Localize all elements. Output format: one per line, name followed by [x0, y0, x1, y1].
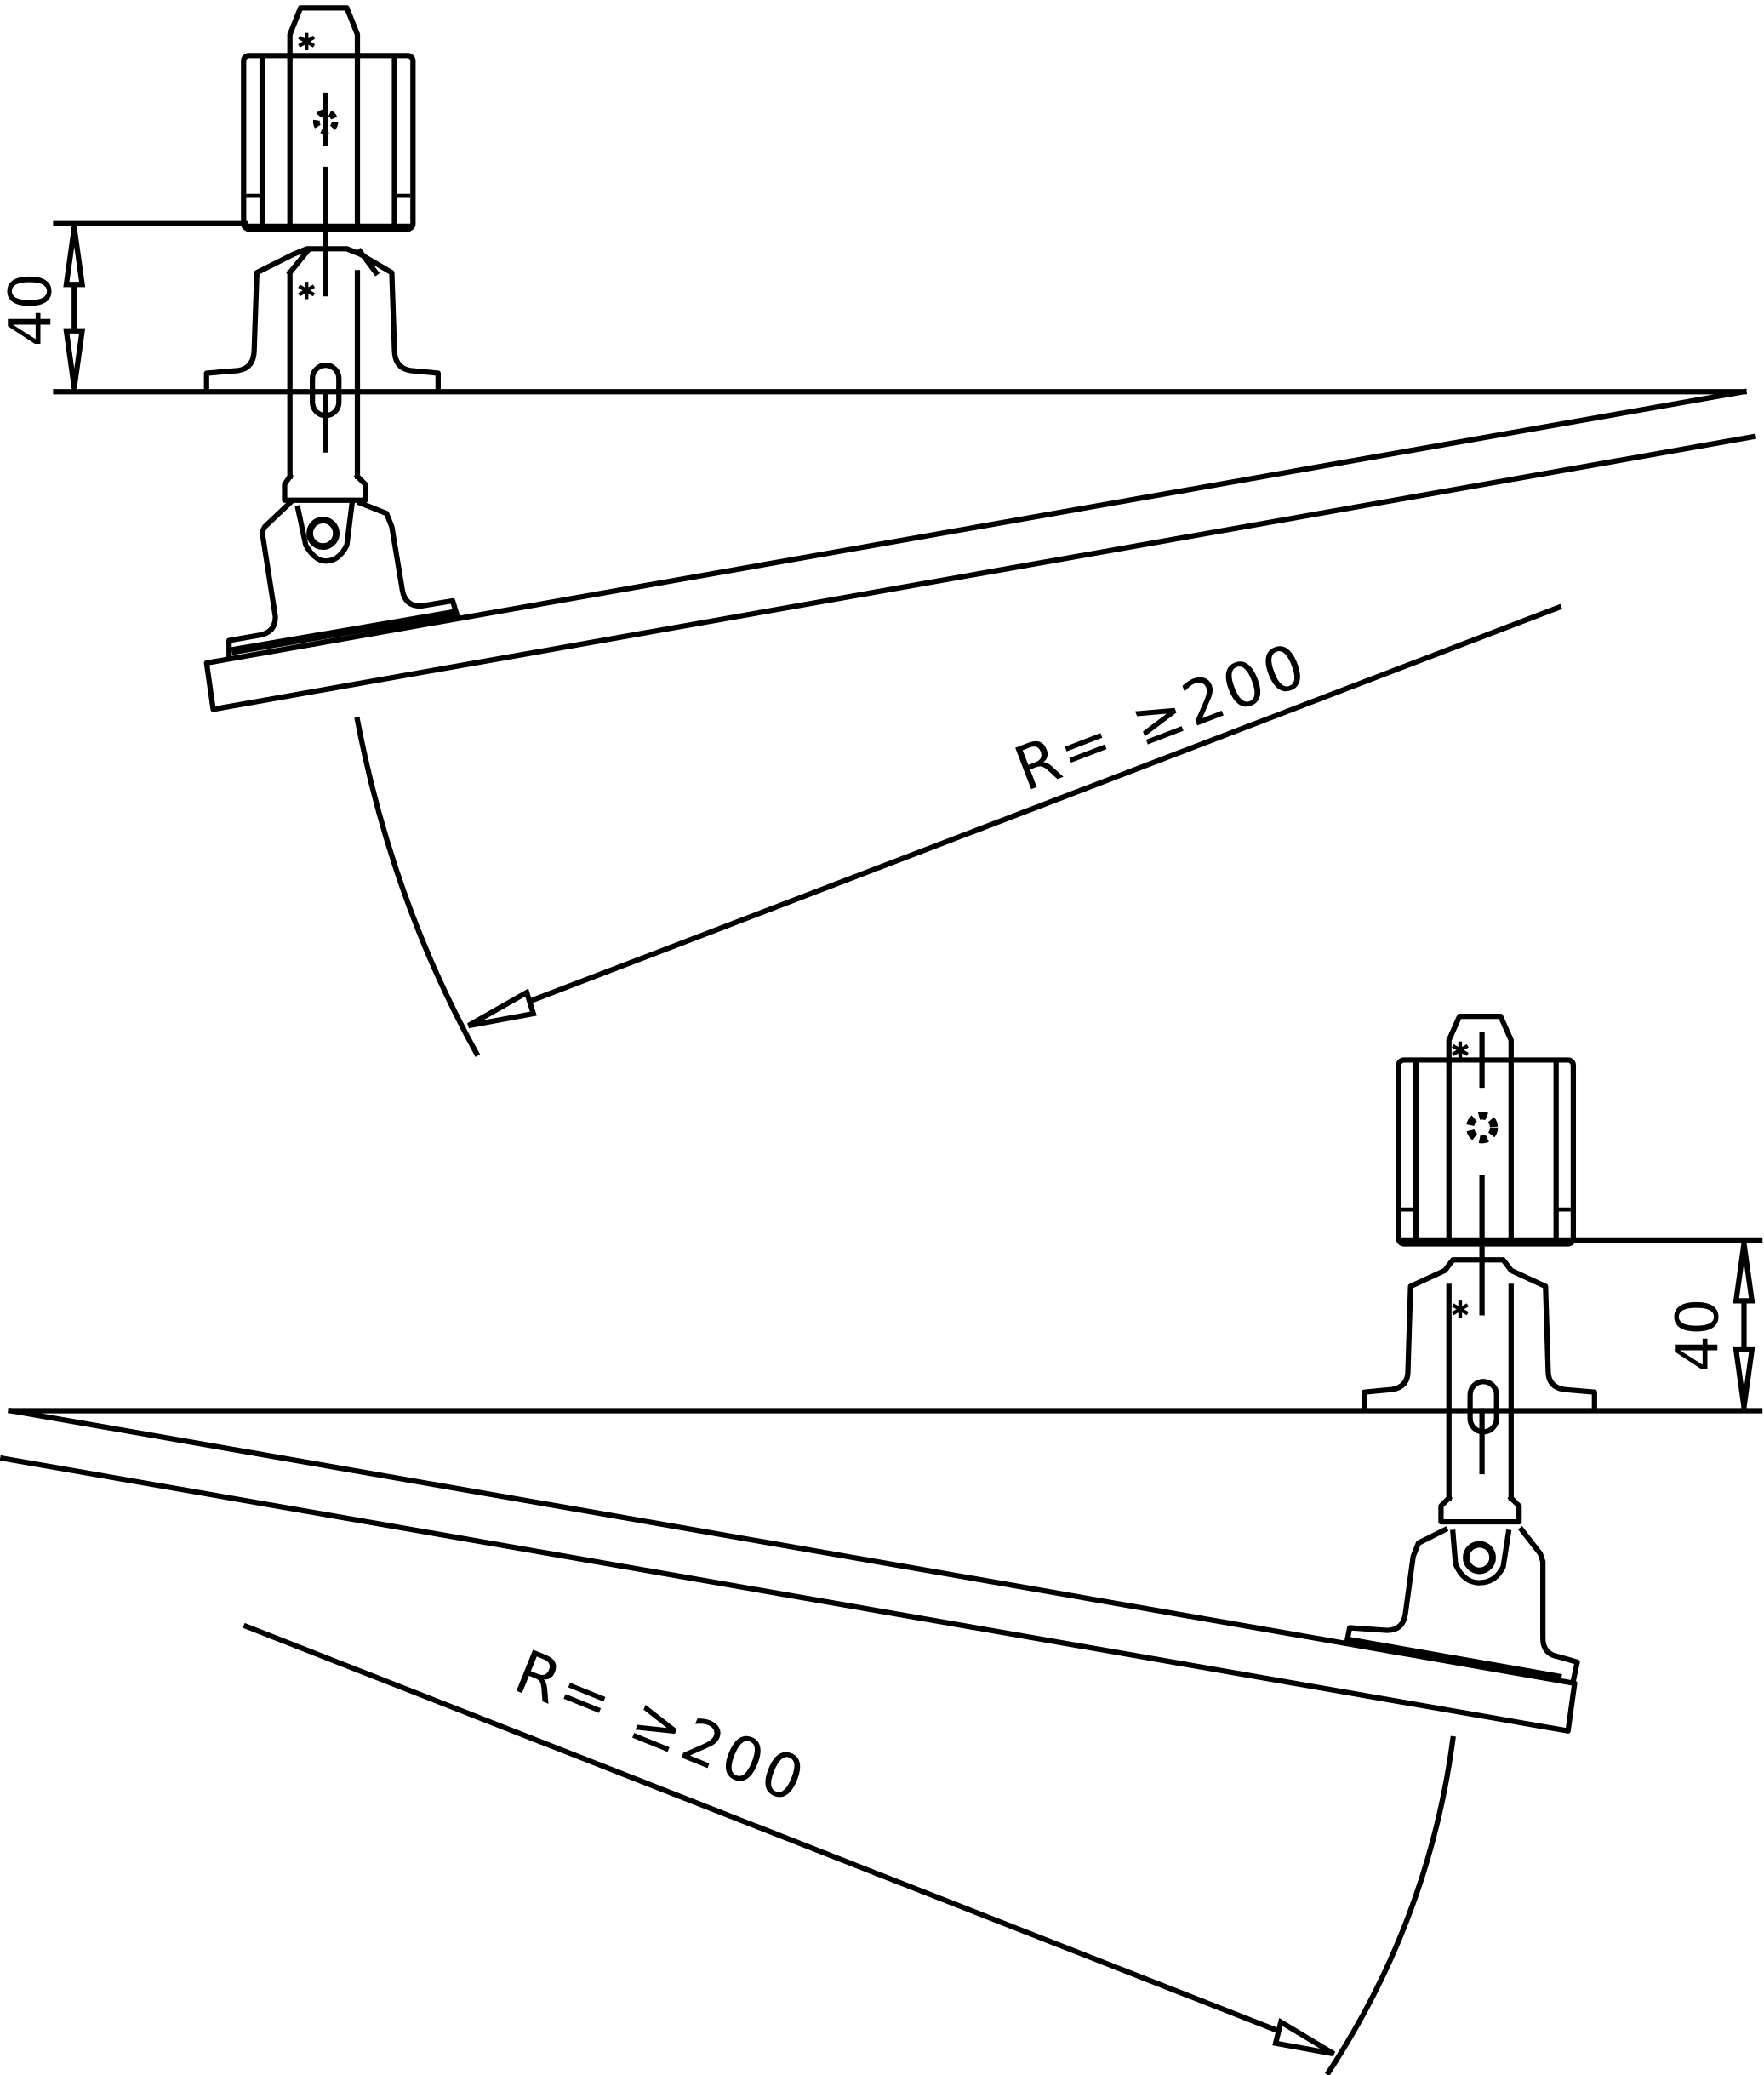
bottom-radius-arrowhead	[1272, 2017, 1336, 2057]
svg-text:✱: ✱	[296, 28, 316, 56]
svg-text:✱: ✱	[296, 277, 316, 305]
top-radius-arc	[354, 717, 481, 1057]
svg-text:✱: ✱	[1450, 1296, 1470, 1324]
bottom-assembly: 40 ✱ ✱	[0, 1014, 1763, 2075]
top-assembly: 40 ✱ ✱	[0, 5, 1756, 1057]
center-mark-icon	[1465, 1112, 1499, 1144]
top-track-beam	[203, 388, 1756, 712]
top-radius-leader	[472, 603, 1562, 1026]
svg-text:✱: ✱	[1450, 1037, 1470, 1065]
top-swivel-joint	[226, 499, 460, 660]
top-dimension-label: 40	[0, 272, 65, 346]
bottom-radius-leader	[243, 1622, 1327, 2052]
top-radius-arrowhead	[467, 988, 537, 1029]
bottom-track-beam	[0, 1407, 1578, 1734]
bottom-dimension-label: 40	[1664, 1298, 1732, 1372]
bottom-trolley-block: ✱	[1396, 1014, 1577, 1247]
bottom-dimension-arrow	[1733, 1241, 1755, 1409]
bottom-hanger-clamp: ✱	[1362, 1246, 1597, 1525]
top-hanger-clamp: ✱	[203, 230, 441, 503]
top-trolley-block: ✱	[241, 5, 416, 232]
center-mark-icon	[312, 109, 339, 134]
bottom-swivel-joint	[1344, 1526, 1580, 1684]
bottom-radius-arc	[1324, 1735, 1456, 2075]
top-dimension-arrow	[63, 225, 86, 391]
